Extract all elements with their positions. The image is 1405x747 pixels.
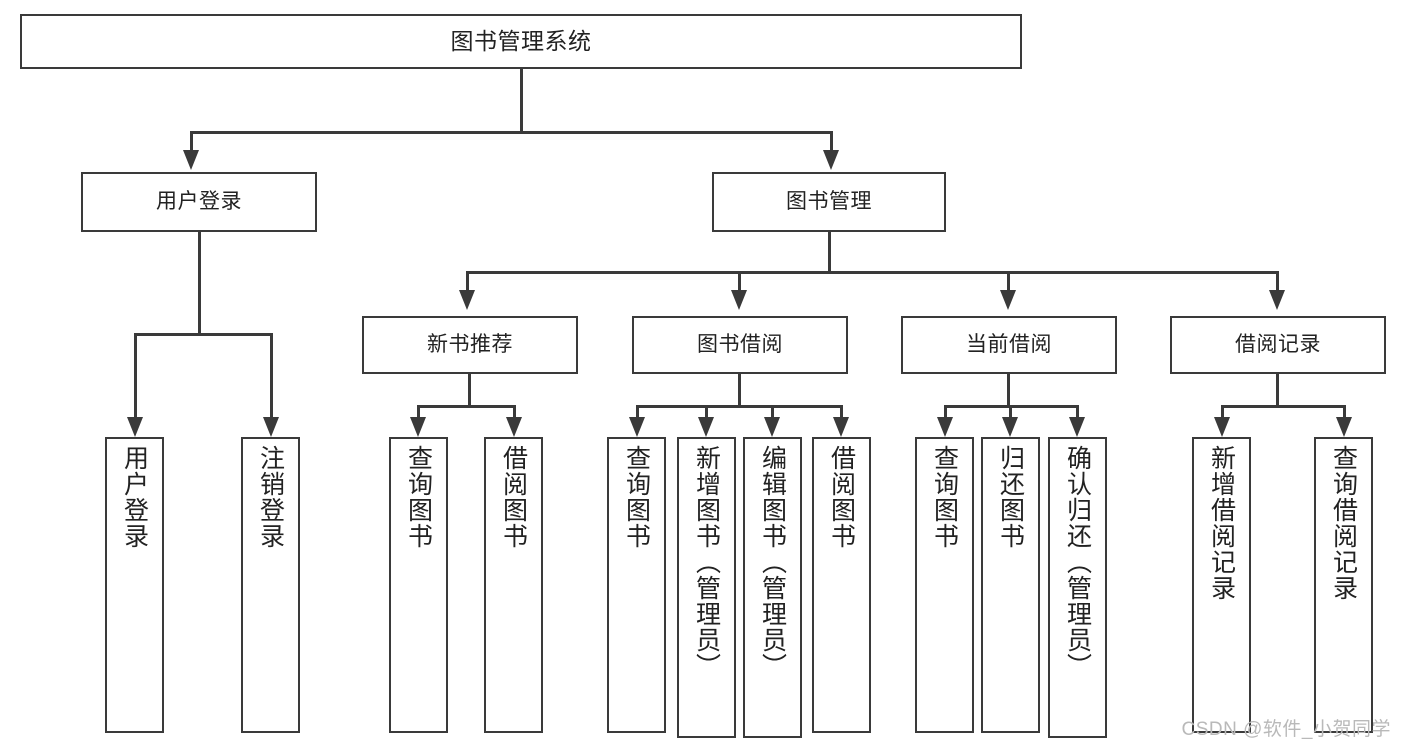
connector-bm-branch-3 [1007, 271, 1010, 293]
node-label: 编辑图书（管理员） [758, 445, 787, 679]
connector-bb-branch-2 [705, 405, 708, 420]
node-leaf-borrow-book-2[interactable]: 借阅图书 [812, 437, 871, 733]
connector-br-branch-1 [1221, 405, 1224, 420]
connector-br-bus [1221, 405, 1346, 408]
arrow-to-book-manage [823, 150, 839, 170]
arrow-to-leaf-query-book-2 [629, 417, 645, 437]
connector-bm-branch-2 [738, 271, 741, 293]
node-book-manage[interactable]: 图书管理 [712, 172, 946, 232]
connector-bb-bus [636, 405, 842, 408]
connector-bb-branch-4 [840, 405, 843, 420]
arrow-to-user-login [183, 150, 199, 170]
arrow-to-leaf-user-login [127, 417, 143, 437]
arrow-to-leaf-add-book [698, 417, 714, 437]
arrow-to-leaf-add-record [1214, 417, 1230, 437]
node-borrow-record[interactable]: 借阅记录 [1170, 316, 1386, 374]
connector-bm-branch-4 [1276, 271, 1279, 293]
node-leaf-edit-book[interactable]: 编辑图书（管理员） [743, 437, 802, 738]
node-label: 查询图书 [930, 445, 959, 549]
connector-br-branch-2 [1343, 405, 1346, 420]
node-leaf-add-book[interactable]: 新增图书（管理员） [677, 437, 736, 738]
node-label: 图书管理 [786, 190, 872, 214]
node-leaf-query-book-3[interactable]: 查询图书 [915, 437, 974, 733]
connector-user-login-bus [134, 333, 273, 336]
node-label: 新增借阅记录 [1207, 445, 1236, 601]
connector-cb-branch-1 [944, 405, 947, 420]
arrow-to-leaf-confirm-return [1069, 417, 1085, 437]
node-label: 查询图书 [622, 445, 651, 549]
arrow-to-leaf-user-logout [263, 417, 279, 437]
connector-cb-stem [1007, 374, 1010, 407]
node-label: 查询图书 [404, 445, 433, 549]
connector-br-stem [1276, 374, 1279, 407]
node-label: 查询借阅记录 [1329, 445, 1358, 601]
node-label: 新书推荐 [427, 333, 513, 357]
node-label: 注销登录 [256, 445, 285, 549]
node-new-book-recommend[interactable]: 新书推荐 [362, 316, 578, 374]
node-leaf-add-record[interactable]: 新增借阅记录 [1192, 437, 1251, 733]
node-leaf-user-login[interactable]: 用户登录 [105, 437, 164, 733]
connector-root-bus [190, 131, 833, 134]
connector-nbr-branch-1 [417, 405, 420, 420]
connector-cb-branch-2 [1009, 405, 1012, 420]
watermark-text: CSDN @软件_小贺同学 [1181, 719, 1391, 740]
arrow-to-leaf-borrow-book-1 [506, 417, 522, 437]
arrow-to-leaf-borrow-book-2 [833, 417, 849, 437]
connector-user-login-branch-1 [134, 333, 137, 420]
node-label: 确认归还（管理员） [1063, 445, 1092, 679]
node-root-book-management-system[interactable]: 图书管理系统 [20, 14, 1022, 69]
connector-nbr-bus [417, 405, 516, 408]
connector-bm-branch-1 [466, 271, 469, 293]
connector-cb-branch-3 [1076, 405, 1079, 420]
connector-book-manage-bus [466, 271, 1279, 274]
node-book-borrow[interactable]: 图书借阅 [632, 316, 848, 374]
arrow-to-current-borrow [1000, 290, 1016, 310]
node-label: 借阅记录 [1235, 333, 1321, 357]
arrow-to-leaf-query-record [1336, 417, 1352, 437]
node-leaf-borrow-book-1[interactable]: 借阅图书 [484, 437, 543, 733]
node-label: 图书借阅 [697, 333, 783, 357]
node-user-login[interactable]: 用户登录 [81, 172, 317, 232]
arrow-to-leaf-edit-book [764, 417, 780, 437]
arrow-to-borrow-record [1269, 290, 1285, 310]
arrow-to-leaf-return-book [1002, 417, 1018, 437]
connector-root-stem [520, 68, 523, 132]
connector-bb-stem [738, 374, 741, 407]
node-label: 借阅图书 [827, 445, 856, 549]
node-leaf-query-book-2[interactable]: 查询图书 [607, 437, 666, 733]
connector-nbr-branch-2 [513, 405, 516, 420]
connector-book-manage-stem [828, 232, 831, 273]
node-label: 用户登录 [120, 445, 149, 549]
arrow-to-new-book-recommend [459, 290, 475, 310]
node-leaf-query-record[interactable]: 查询借阅记录 [1314, 437, 1373, 733]
arrow-to-leaf-query-book-3 [937, 417, 953, 437]
connector-root-to-book-manage [830, 131, 833, 153]
node-leaf-confirm-return[interactable]: 确认归还（管理员） [1048, 437, 1107, 738]
node-leaf-user-logout[interactable]: 注销登录 [241, 437, 300, 733]
connector-bb-branch-1 [636, 405, 639, 420]
node-label: 用户登录 [156, 190, 242, 214]
arrow-to-leaf-query-book-1 [410, 417, 426, 437]
node-label: 借阅图书 [499, 445, 528, 549]
connector-user-login-branch-2 [270, 333, 273, 420]
connector-root-to-user-login [190, 131, 193, 153]
node-leaf-return-book[interactable]: 归还图书 [981, 437, 1040, 733]
node-leaf-query-book-1[interactable]: 查询图书 [389, 437, 448, 733]
node-label: 图书管理系统 [450, 27, 592, 54]
node-label: 归还图书 [996, 445, 1025, 549]
node-current-borrow[interactable]: 当前借阅 [901, 316, 1117, 374]
connector-user-login-stem [198, 232, 201, 335]
node-label: 当前借阅 [966, 333, 1052, 357]
node-label: 新增图书（管理员） [692, 445, 721, 679]
connector-bb-branch-3 [771, 405, 774, 420]
connector-nbr-stem [468, 374, 471, 407]
arrow-to-book-borrow [731, 290, 747, 310]
